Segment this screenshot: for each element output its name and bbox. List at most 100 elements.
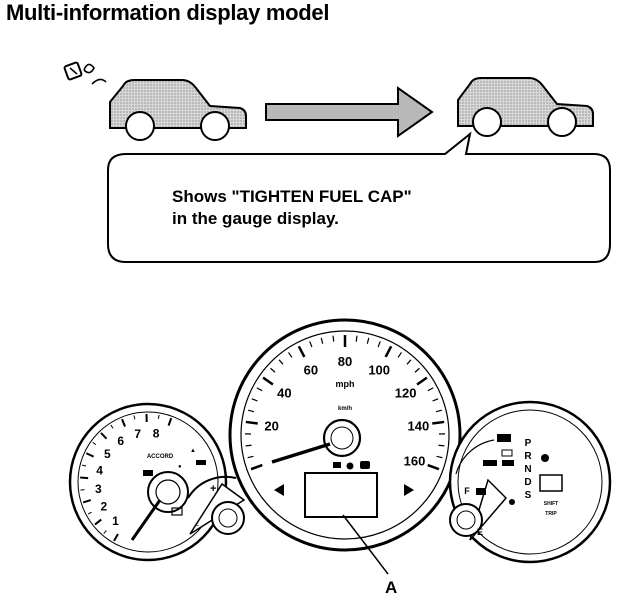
gauge-tick — [427, 387, 434, 392]
gauge-tick — [432, 420, 445, 425]
gauge-tick — [245, 444, 252, 447]
gauge-tick — [167, 417, 173, 426]
gauge-tick — [262, 376, 274, 386]
gauge-tick — [377, 341, 381, 348]
speedometer-gauge: 20 40 60 80 100 120 140 160 mph km/h — [228, 318, 462, 552]
gauge-tick — [288, 352, 293, 358]
turn-right-indicator — [404, 484, 414, 496]
speed-label: 60 — [304, 362, 318, 377]
kmh-unit-label: km/h — [338, 406, 352, 412]
gauge-tick — [436, 455, 443, 459]
trip-label: TRIP — [545, 511, 557, 517]
speed-label: 160 — [404, 453, 426, 468]
gauge-tick — [247, 409, 255, 413]
svg-text:-: - — [196, 520, 199, 530]
gauge-tick — [94, 518, 102, 526]
gauge-tick — [270, 367, 276, 373]
gauge-tick — [438, 444, 445, 447]
gear-label: P — [525, 438, 532, 449]
tach-label: 4 — [96, 464, 103, 478]
speed-label: 80 — [338, 354, 352, 369]
gauge-tick — [414, 367, 420, 373]
brand-label: ACCORD — [147, 454, 174, 460]
gauge-tick — [320, 337, 324, 344]
tach-label: 1 — [112, 514, 119, 528]
callout-message: Shows "TIGHTEN FUEL CAP" in the gauge di… — [172, 186, 412, 230]
svg-text:+: + — [210, 483, 216, 495]
gauge-tick — [435, 409, 443, 413]
gauge-tick — [157, 414, 160, 419]
fuel-cap-icon — [63, 61, 107, 85]
message-line-1: Shows "TIGHTEN FUEL CAP" — [172, 187, 412, 206]
gauge-tick — [406, 359, 412, 365]
gauge-tick — [80, 476, 89, 480]
svg-text:▲: ▲ — [190, 448, 196, 454]
gauge-tick — [245, 420, 258, 425]
arrow-right-icon — [265, 86, 434, 138]
gauge-tick — [297, 345, 306, 358]
gauge-tick — [397, 352, 402, 358]
gauge-tick — [332, 335, 335, 342]
tach-label: 2 — [101, 500, 108, 514]
gauge-tick — [384, 345, 393, 358]
gauge-tick — [251, 398, 258, 402]
odo-label: SHIFT — [544, 501, 558, 507]
gauge-tick — [133, 415, 136, 420]
gear-label: S — [525, 490, 532, 501]
gauge-tick — [100, 432, 108, 440]
gear-label: N — [524, 464, 531, 475]
svg-text:●: ● — [178, 464, 182, 470]
gauge-tick — [247, 455, 254, 459]
speedometer-ticks: 20 40 60 80 100 120 140 160 mph km/h — [244, 335, 446, 471]
speed-label: 20 — [264, 418, 278, 433]
gear-label: D — [524, 477, 531, 488]
tach-label: 7 — [134, 427, 141, 441]
gauge-tick — [103, 530, 107, 534]
odometer-display — [539, 474, 563, 492]
fuel-full-label: F — [464, 486, 470, 496]
gauge-tick — [92, 441, 97, 446]
multi-information-display — [304, 472, 378, 518]
car-before-icon — [109, 79, 247, 141]
gauge-tick — [278, 359, 284, 365]
speed-label: 120 — [395, 386, 417, 401]
tach-label: 8 — [153, 427, 160, 441]
tach-label: 5 — [104, 447, 111, 461]
turn-left-indicator — [274, 484, 284, 496]
gauge-tick — [113, 533, 119, 542]
gauge-tick — [82, 464, 87, 467]
message-line-2: in the gauge display. — [172, 209, 339, 228]
tach-label: 3 — [95, 482, 102, 496]
gauge-tick — [82, 499, 92, 504]
gauge-tick — [256, 387, 263, 392]
gauge-tick — [250, 463, 263, 471]
gauge-tick — [110, 424, 114, 429]
display-callout-label: A — [385, 578, 398, 597]
tach-label: 6 — [117, 434, 124, 448]
gauge-tick — [309, 341, 313, 348]
callout-bubble — [107, 131, 611, 263]
gauge-tick — [416, 376, 428, 386]
page-title: Multi-information display model — [6, 0, 330, 25]
speed-label: 140 — [408, 418, 430, 433]
gauge-tick — [432, 398, 439, 402]
speed-label: 100 — [368, 362, 390, 377]
speed-unit-label: mph — [336, 379, 355, 389]
gauge-tick — [121, 418, 126, 427]
gear-label: R — [524, 451, 532, 462]
gauge-tick — [85, 452, 95, 458]
gauge-tick — [87, 511, 92, 515]
fuel-empty-label: E — [477, 527, 483, 537]
gauge-tick — [355, 335, 358, 342]
speed-label: 40 — [277, 386, 291, 401]
tachometer-needle — [130, 499, 162, 541]
gauge-tick — [427, 463, 440, 471]
car-after-icon — [457, 77, 594, 137]
speedometer-needle — [271, 442, 331, 464]
gauge-tick — [366, 337, 370, 344]
callout-leader-line — [342, 514, 389, 575]
